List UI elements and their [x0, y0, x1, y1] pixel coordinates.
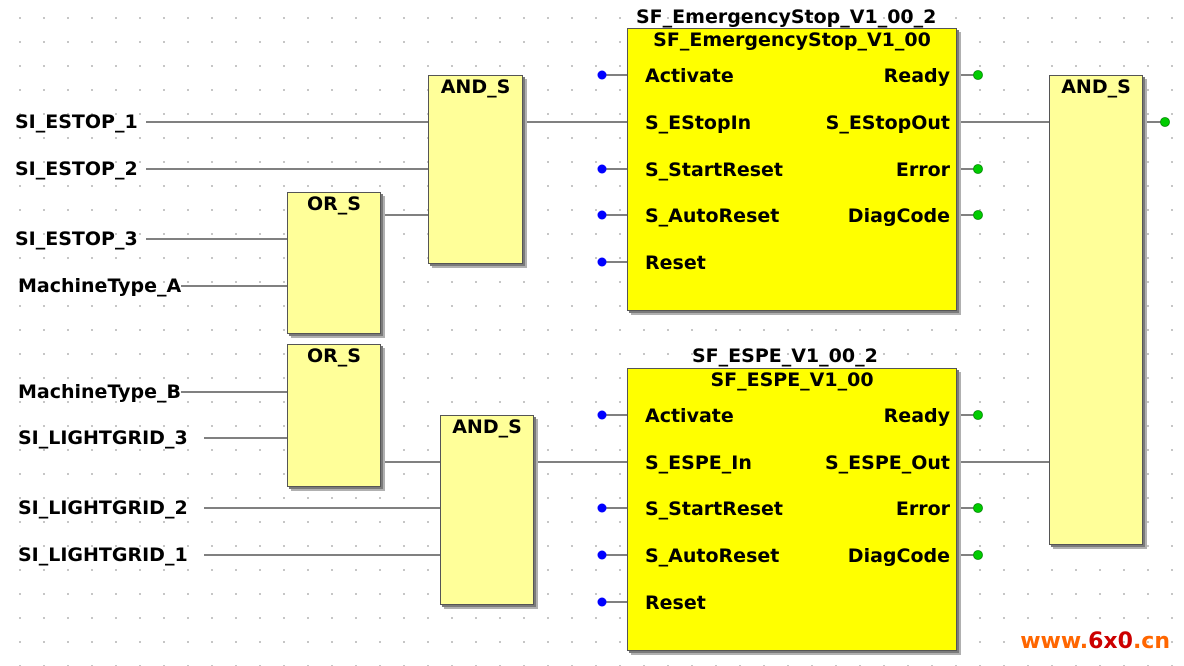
- gate-or-top-title: OR_S: [307, 193, 361, 215]
- pin-dot-estop-reset[interactable]: [597, 257, 607, 267]
- espe-pin-s-autoreset: S_AutoReset: [645, 545, 780, 567]
- input-label-si-estop-3[interactable]: SI_ESTOP_3: [15, 228, 138, 250]
- watermark-prefix: www.: [1020, 629, 1089, 654]
- input-label-machinetype-b[interactable]: MachineType_B: [18, 381, 182, 403]
- estop-type-name: SF_EmergencyStop_V1_00: [653, 29, 931, 51]
- block-espe[interactable]: SF_ESPE_V1_00 Activate S_ESPE_In S_Start…: [627, 368, 957, 651]
- espe-pin-s-startreset: S_StartReset: [645, 498, 784, 520]
- pin-dot-espe-startreset[interactable]: [597, 503, 607, 513]
- pin-dot-estop-ready[interactable]: [973, 70, 983, 80]
- input-label-machinetype-a[interactable]: MachineType_A: [18, 275, 182, 297]
- espe-pin-diagcode: DiagCode: [847, 545, 950, 567]
- pin-dot-estop-diagcode[interactable]: [973, 210, 983, 220]
- estop-pin-ready: Ready: [883, 65, 950, 87]
- pin-dot-espe-reset[interactable]: [597, 597, 607, 607]
- gate-and-final[interactable]: AND_S: [1049, 75, 1143, 545]
- espe-pin-ready: Ready: [883, 405, 950, 427]
- watermark: www.6x0.cn: [1020, 629, 1170, 654]
- pin-dot-estop-error[interactable]: [973, 164, 983, 174]
- input-label-si-estop-2[interactable]: SI_ESTOP_2: [15, 158, 138, 180]
- gate-and-top-title: AND_S: [440, 76, 511, 98]
- gate-or-bottom[interactable]: OR_S: [287, 344, 381, 487]
- gate-and-top[interactable]: AND_S: [428, 75, 523, 264]
- pin-dot-estop-activate[interactable]: [597, 70, 607, 80]
- pin-dot-espe-diagcode[interactable]: [973, 550, 983, 560]
- estop-pin-diagcode: DiagCode: [847, 205, 950, 227]
- espe-instance-name[interactable]: SF_ESPE_V1_00_2: [692, 345, 878, 367]
- espe-pin-activate: Activate: [645, 405, 734, 427]
- input-label-si-lightgrid-1[interactable]: SI_LIGHTGRID_1: [18, 544, 188, 566]
- gate-or-top[interactable]: OR_S: [287, 192, 381, 334]
- estop-pin-s-startreset: S_StartReset: [645, 159, 784, 181]
- espe-pin-reset: Reset: [645, 592, 706, 614]
- estop-pin-error: Error: [895, 159, 950, 181]
- espe-pin-s-espe-in: S_ESPE_In: [645, 452, 752, 474]
- espe-pin-s-espe-out: S_ESPE_Out: [824, 452, 950, 474]
- estop-pin-s-estopout: S_EStopOut: [825, 112, 950, 134]
- estop-pin-reset: Reset: [645, 252, 706, 274]
- pin-dot-estop-autoreset[interactable]: [597, 210, 607, 220]
- wires: [146, 74, 1165, 603]
- estop-pin-s-autoreset: S_AutoReset: [645, 205, 780, 227]
- pin-dot-espe-error[interactable]: [973, 503, 983, 513]
- input-label-si-lightgrid-2[interactable]: SI_LIGHTGRID_2: [18, 497, 188, 519]
- pin-dot-estop-startreset[interactable]: [597, 164, 607, 174]
- input-pin-dots: [597, 70, 607, 607]
- estop-instance-name[interactable]: SF_EmergencyStop_V1_00_2: [636, 6, 937, 28]
- estop-pin-activate: Activate: [645, 65, 734, 87]
- espe-pin-error: Error: [895, 498, 950, 520]
- pin-dot-espe-autoreset[interactable]: [597, 550, 607, 560]
- espe-type-name: SF_ESPE_V1_00: [710, 369, 874, 391]
- gate-and-final-title: AND_S: [1061, 76, 1131, 98]
- gate-and-bottom[interactable]: AND_S: [440, 415, 534, 605]
- pin-dot-final-out[interactable]: [1160, 117, 1170, 127]
- block-emergency-stop[interactable]: SF_EmergencyStop_V1_00 Activate S_EStopI…: [627, 28, 957, 311]
- output-pin-dots: [973, 70, 1170, 560]
- gate-or-bottom-title: OR_S: [307, 345, 361, 367]
- pin-dot-espe-activate[interactable]: [597, 410, 607, 420]
- input-label-si-lightgrid-3[interactable]: SI_LIGHTGRID_3: [18, 427, 188, 449]
- gate-and-bottom-title: AND_S: [452, 416, 522, 438]
- estop-pin-s-estopin: S_EStopIn: [645, 112, 752, 134]
- input-label-si-estop-1[interactable]: SI_ESTOP_1: [15, 111, 138, 133]
- pin-dot-espe-ready[interactable]: [973, 410, 983, 420]
- watermark-brand: 6x0: [1088, 629, 1133, 654]
- watermark-suffix: .cn: [1132, 629, 1170, 654]
